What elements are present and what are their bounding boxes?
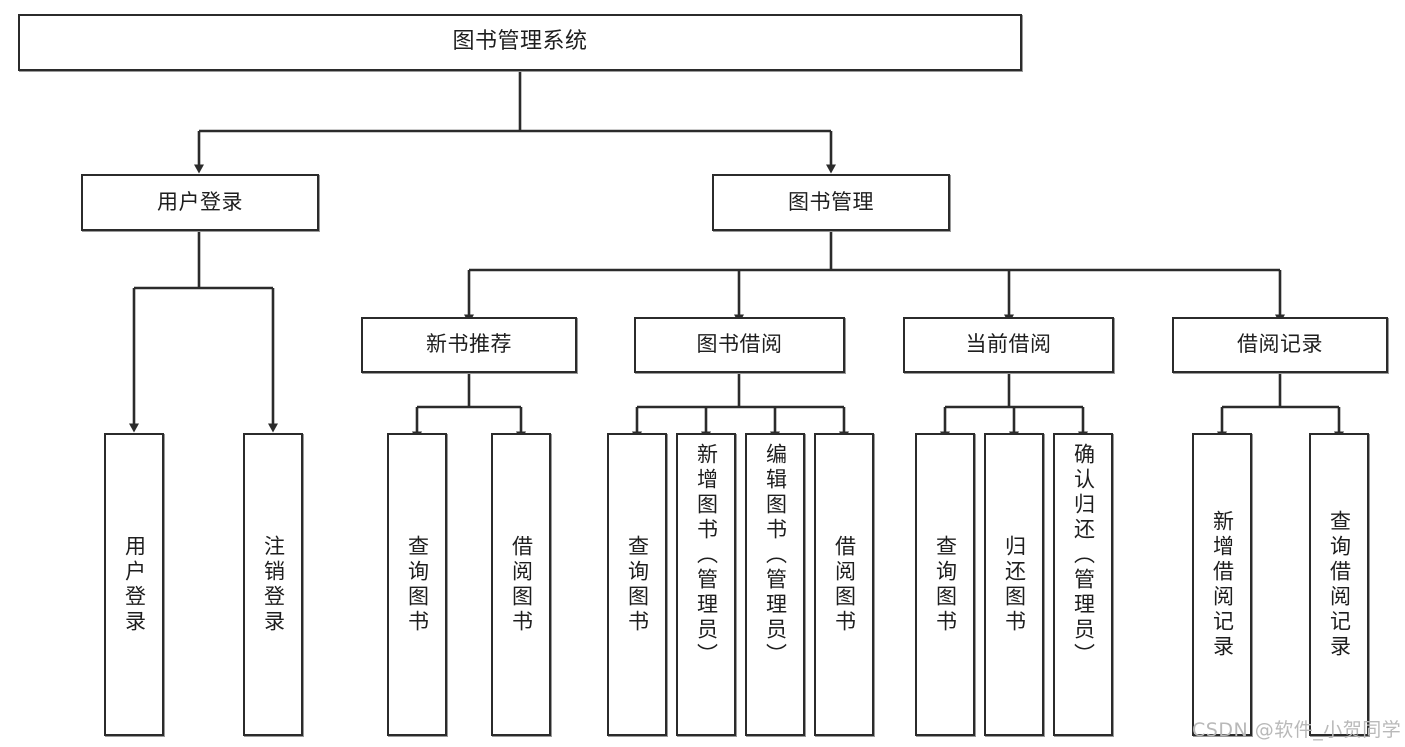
leaf-borrow-query-book[interactable]: 查询图书 [607,433,667,736]
leaf-borrow-book[interactable]: 借阅图书 [814,433,874,736]
node-new-book-recommend[interactable]: 新书推荐 [361,317,577,373]
leaf-add-book-admin[interactable]: 新增图书（管理员） [676,433,736,736]
leaf-return-book-label: 归还图书 [1002,534,1027,635]
leaf-user-login[interactable]: 用户登录 [104,433,164,736]
node-user-login-label: 用户登录 [157,189,243,214]
leaf-add-book-admin-label: 新增图书（管理员） [694,443,719,668]
leaf-new-book-borrow[interactable]: 借阅图书 [491,433,551,736]
leaf-new-book-query-label: 查询图书 [405,534,430,635]
leaf-new-book-query[interactable]: 查询图书 [387,433,447,736]
node-book-borrow[interactable]: 图书借阅 [634,317,845,373]
leaf-edit-book-admin[interactable]: 编辑图书（管理员） [745,433,805,736]
node-borrow-record-label: 借阅记录 [1237,332,1323,357]
leaf-borrow-book-label: 借阅图书 [832,534,857,635]
leaf-confirm-return-admin-label: 确认归还（管理员） [1071,443,1096,668]
leaf-user-login-label: 用户登录 [122,534,147,635]
node-new-book-recommend-label: 新书推荐 [426,332,512,357]
leaf-edit-book-admin-label: 编辑图书（管理员） [763,443,788,668]
node-user-login[interactable]: 用户登录 [81,174,319,231]
leaf-query-borrow-record[interactable]: 查询借阅记录 [1309,433,1369,736]
leaf-logout[interactable]: 注销登录 [243,433,303,736]
node-book-management[interactable]: 图书管理 [712,174,950,231]
watermark-text: CSDN @软件_小贺同学 [1192,719,1402,741]
leaf-add-borrow-record-label: 新增借阅记录 [1210,509,1235,660]
node-root[interactable]: 图书管理系统 [18,14,1022,71]
leaf-logout-label: 注销登录 [261,534,286,635]
leaf-new-book-borrow-label: 借阅图书 [509,534,534,635]
node-borrow-record[interactable]: 借阅记录 [1172,317,1388,373]
leaf-confirm-return-admin[interactable]: 确认归还（管理员） [1053,433,1113,736]
leaf-add-borrow-record[interactable]: 新增借阅记录 [1192,433,1252,736]
node-root-label: 图书管理系统 [452,29,588,55]
leaf-current-query-book-label: 查询图书 [933,534,958,635]
node-book-borrow-label: 图书借阅 [696,332,783,357]
node-current-borrow[interactable]: 当前借阅 [903,317,1114,373]
leaf-return-book[interactable]: 归还图书 [984,433,1044,736]
leaf-current-query-book[interactable]: 查询图书 [915,433,975,736]
leaf-borrow-query-book-label: 查询图书 [625,534,650,635]
node-book-management-label: 图书管理 [788,189,874,214]
leaf-query-borrow-record-label: 查询借阅记录 [1327,509,1352,660]
node-current-borrow-label: 当前借阅 [965,332,1052,357]
